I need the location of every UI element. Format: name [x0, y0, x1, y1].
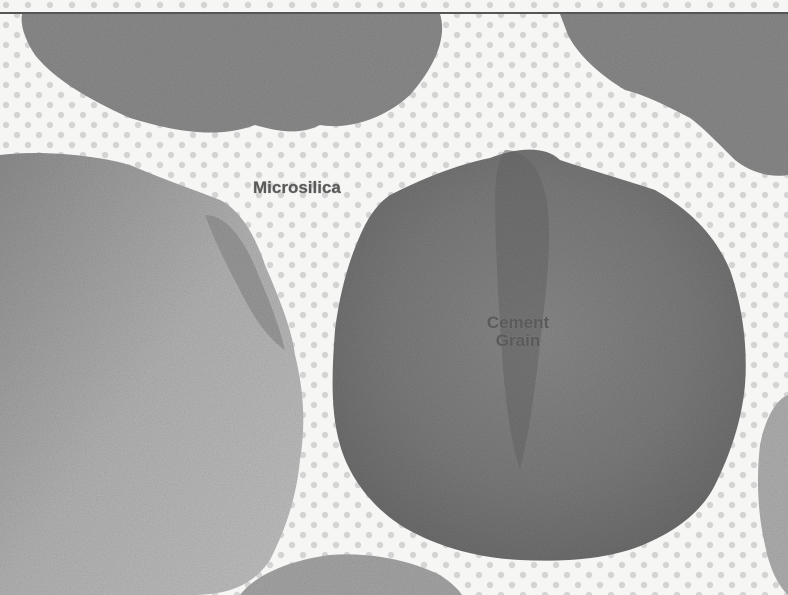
- cement-grain-label-line2: Grain: [468, 332, 568, 350]
- cement-grain-label-line1: Cement: [468, 314, 568, 332]
- cement-grain-label: Cement Grain: [468, 314, 568, 350]
- microsilica-label: Microsilica: [253, 179, 341, 197]
